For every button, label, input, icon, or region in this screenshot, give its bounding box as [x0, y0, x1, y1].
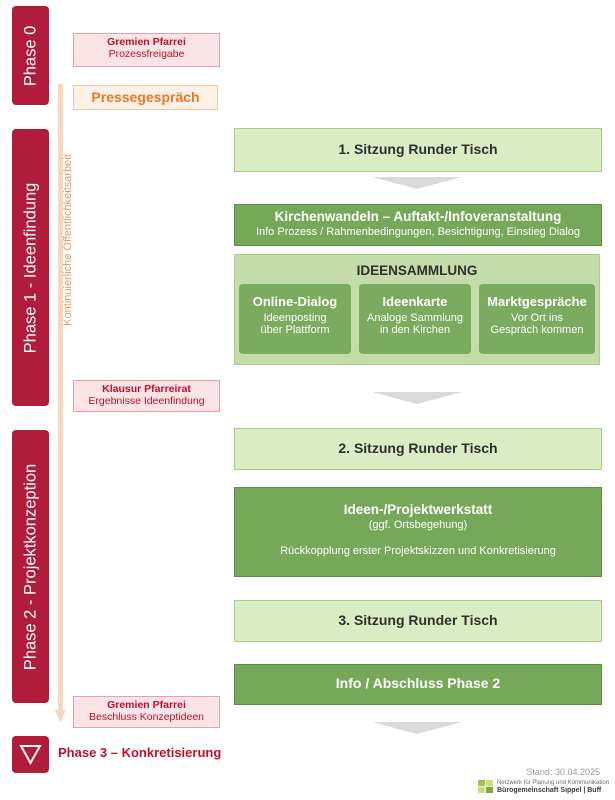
- milestone-klausur: Klausur Pfarreirat Ergebnisse Ideenfindu…: [73, 380, 220, 412]
- step-werkstatt-title: Ideen-/Projektwerkstatt: [343, 502, 493, 517]
- card-ideenkarte: Ideenkarte Analoge Sammlung in den Kirch…: [359, 284, 471, 354]
- footer-stand: Stand: 30.04.2025: [526, 767, 600, 777]
- phase-1-label: Phase 1 - Ideenfindung: [21, 182, 39, 353]
- footer-company-block: Netzwerk für Planung und Kommunikation B…: [497, 779, 613, 795]
- card-title: Ideenkarte: [382, 294, 448, 309]
- milestone-title: Gremien Pfarrei: [107, 36, 186, 48]
- milestone-title: Klausur Pfarreirat: [102, 383, 191, 395]
- milestone-gremien-1: Gremien Pfarrei Prozessfreigabe: [73, 33, 220, 67]
- step-werkstatt-desc: Rückkopplung erster Projektskizzen und K…: [280, 545, 556, 557]
- triangle-down-icon: [19, 745, 42, 766]
- step-werkstatt: Ideen-/Projektwerkstatt (ggf. Ortsbegehu…: [234, 487, 602, 577]
- step-sitzung-2: 2. Sitzung Runder Tisch: [234, 428, 602, 470]
- phase-3-label: Phase 3 – Konkretisierung: [58, 745, 222, 760]
- milestone-title: Gremien Pfarrei: [107, 699, 186, 711]
- ideensammlung-title: IDEENSAMMLUNG: [356, 263, 478, 278]
- ideensammlung-panel: IDEENSAMMLUNG Online-Dialog Ideenposting…: [234, 254, 600, 365]
- timeline-arrow: [55, 84, 66, 723]
- milestone-sub: Beschluss Konzeptideen: [89, 711, 204, 723]
- phase-0-bar: Phase 0: [12, 6, 49, 105]
- card-online-dialog: Online-Dialog Ideenposting über Plattfor…: [239, 284, 351, 354]
- step-auftakt: Kirchenwandeln – Auftakt-/Infoveranstalt…: [234, 204, 602, 246]
- chevron-down-icon: [372, 177, 462, 189]
- card-marktgespraeche: Marktgespräche Vor Ort ins Gespräch komm…: [479, 284, 595, 354]
- step-auftakt-sub: Info Prozess / Rahmenbedingungen, Besich…: [255, 226, 581, 238]
- milestone-sub: Ergebnisse Ideenfindung: [88, 395, 205, 407]
- chevron-down-icon: [372, 392, 462, 404]
- card-line: Gespräch kommen: [490, 324, 584, 336]
- card-title: Marktgespräche: [487, 294, 587, 309]
- chevron-down-icon: [372, 722, 462, 734]
- step-sitzung-1: 1. Sitzung Runder Tisch: [234, 128, 602, 172]
- card-line: Ideenposting: [263, 312, 327, 324]
- card-line: Vor Ort ins: [511, 312, 563, 324]
- phase-3-marker: [12, 736, 49, 773]
- phase-0-label: Phase 0: [21, 25, 39, 86]
- step-werkstatt-sub: (ggf. Ortsbegehung): [368, 519, 468, 531]
- footer-company: Bürogemeinschaft Sippel | Buff: [497, 787, 602, 794]
- card-line: Analoge Sammlung: [366, 312, 463, 324]
- card-line: in den Kirchen: [379, 324, 451, 336]
- card-line: über Plattform: [260, 324, 330, 336]
- milestone-gremien-2: Gremien Pfarrei Beschluss Konzeptideen: [73, 696, 220, 728]
- card-title: Online-Dialog: [252, 294, 338, 309]
- phase-2-label: Phase 2 - Projektkonzeption: [21, 463, 39, 670]
- phase-1-bar: Phase 1 - Ideenfindung: [12, 129, 49, 406]
- footer-network: Netzwerk für Planung und Kommunikation: [497, 780, 610, 786]
- sidebar-label: Kontinuierliche Öffentlichkeitsarbeit: [62, 154, 74, 326]
- step-abschluss: Info / Abschluss Phase 2: [234, 664, 602, 705]
- step-auftakt-title: Kirchenwandeln – Auftakt-/Infoveranstalt…: [274, 209, 562, 224]
- milestone-sub: Prozessfreigabe: [108, 48, 185, 60]
- logo-icon: [478, 780, 494, 794]
- phase-2-bar: Phase 2 - Projektkonzeption: [12, 430, 49, 703]
- step-sitzung-3: 3. Sitzung Runder Tisch: [234, 600, 602, 642]
- milestone-presse: Pressegespräch: [73, 85, 218, 110]
